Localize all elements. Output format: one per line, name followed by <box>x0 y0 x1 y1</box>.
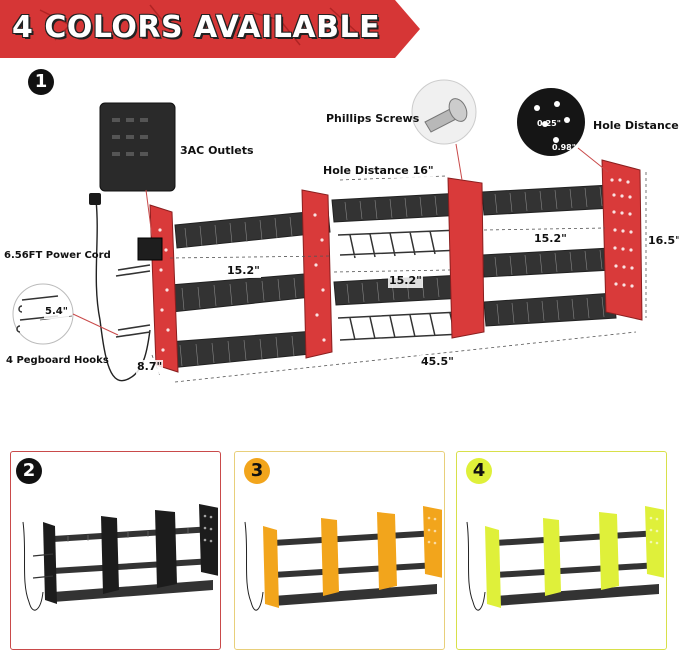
variant-panel-yellow: 4 <box>456 451 667 650</box>
section-badge-1: 1 <box>28 69 54 95</box>
left-shelves <box>167 209 331 369</box>
dim-depth: 8.7" <box>136 360 164 374</box>
dim-shelf-mid: 15.2" <box>388 274 423 288</box>
dim-shelf-left: 15.2" <box>226 264 261 278</box>
inset-small-hole-dim: 0.25" <box>537 119 561 128</box>
main-shelf-illustration <box>12 79 647 383</box>
inset-large-hole-dim: 0.98" <box>552 143 576 152</box>
power-cord-label: 6.56FT Power Cord <box>4 250 111 261</box>
hole-distance-label: Hole Distance <box>593 119 679 132</box>
banner-title: 4 COLORS AVAILABLE <box>12 10 381 45</box>
outlets-label: 3AC Outlets <box>180 144 254 157</box>
dim-hook: 5.4" <box>44 305 69 319</box>
variant-badge-4: 4 <box>466 458 492 484</box>
hooks-label: 4 Pegboard Hooks <box>6 355 109 366</box>
screws-label: Phillips Screws <box>326 112 420 125</box>
dim-shelf-right: 15.2" <box>533 232 568 246</box>
variant-panel-black: 2 <box>10 451 221 650</box>
yellow-shelf-illustration <box>466 506 664 611</box>
variant-panel-orange: 3 <box>234 451 445 650</box>
black-shelf-illustration <box>22 504 218 611</box>
variant-badge-2: 2 <box>16 458 42 484</box>
variant-badge-3: 3 <box>244 458 270 484</box>
orange-shelf-illustration <box>244 506 442 611</box>
banner-background <box>0 0 420 58</box>
dim-hole-distance-16: Hole Distance 16" <box>322 164 435 178</box>
red-side-panels <box>149 159 643 373</box>
dim-width: 45.5" <box>420 355 455 369</box>
dim-height: 16.5" <box>647 234 679 248</box>
